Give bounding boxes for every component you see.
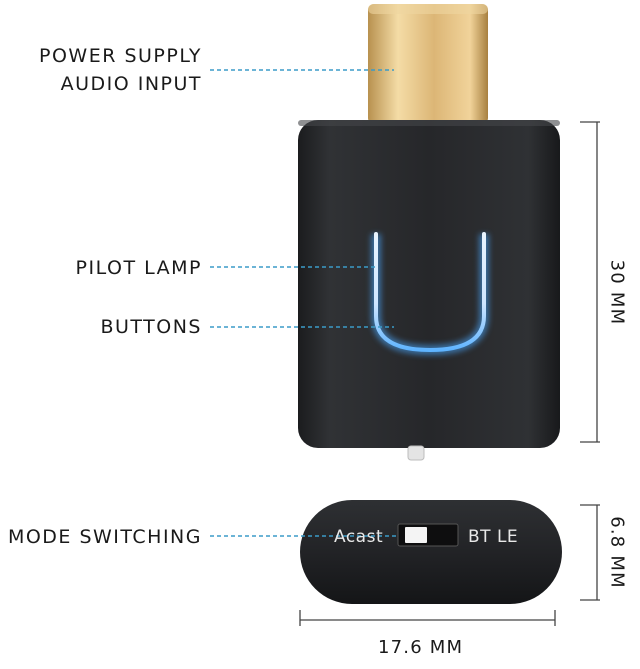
leader-lines — [210, 69, 398, 537]
width-dimension-label: 17.6 MM — [378, 637, 464, 658]
adapter-body — [298, 120, 560, 448]
switch-acast-label: Acast — [334, 527, 384, 547]
buttons-label: BUTTONS — [100, 316, 202, 338]
dimension-lines — [299, 121, 600, 626]
power-supply-label: POWER SUPPLY — [39, 45, 202, 67]
mode-switching-label: MODE SWITCHING — [7, 526, 202, 548]
pilot-lamp-label: PILOT LAMP — [75, 257, 202, 279]
usb-c-connector — [368, 4, 488, 124]
mode-switch-slider — [405, 527, 427, 543]
switch-btle-label: BT LE — [468, 527, 519, 547]
bottom-view — [300, 500, 562, 604]
height-dimension-label: 30 MM — [606, 259, 628, 326]
audio-input-label: AUDIO INPUT — [60, 73, 202, 95]
depth-dimension-label: 6.8 MM — [606, 516, 628, 589]
led-indicator — [371, 232, 489, 356]
bottom-tab — [407, 445, 425, 461]
